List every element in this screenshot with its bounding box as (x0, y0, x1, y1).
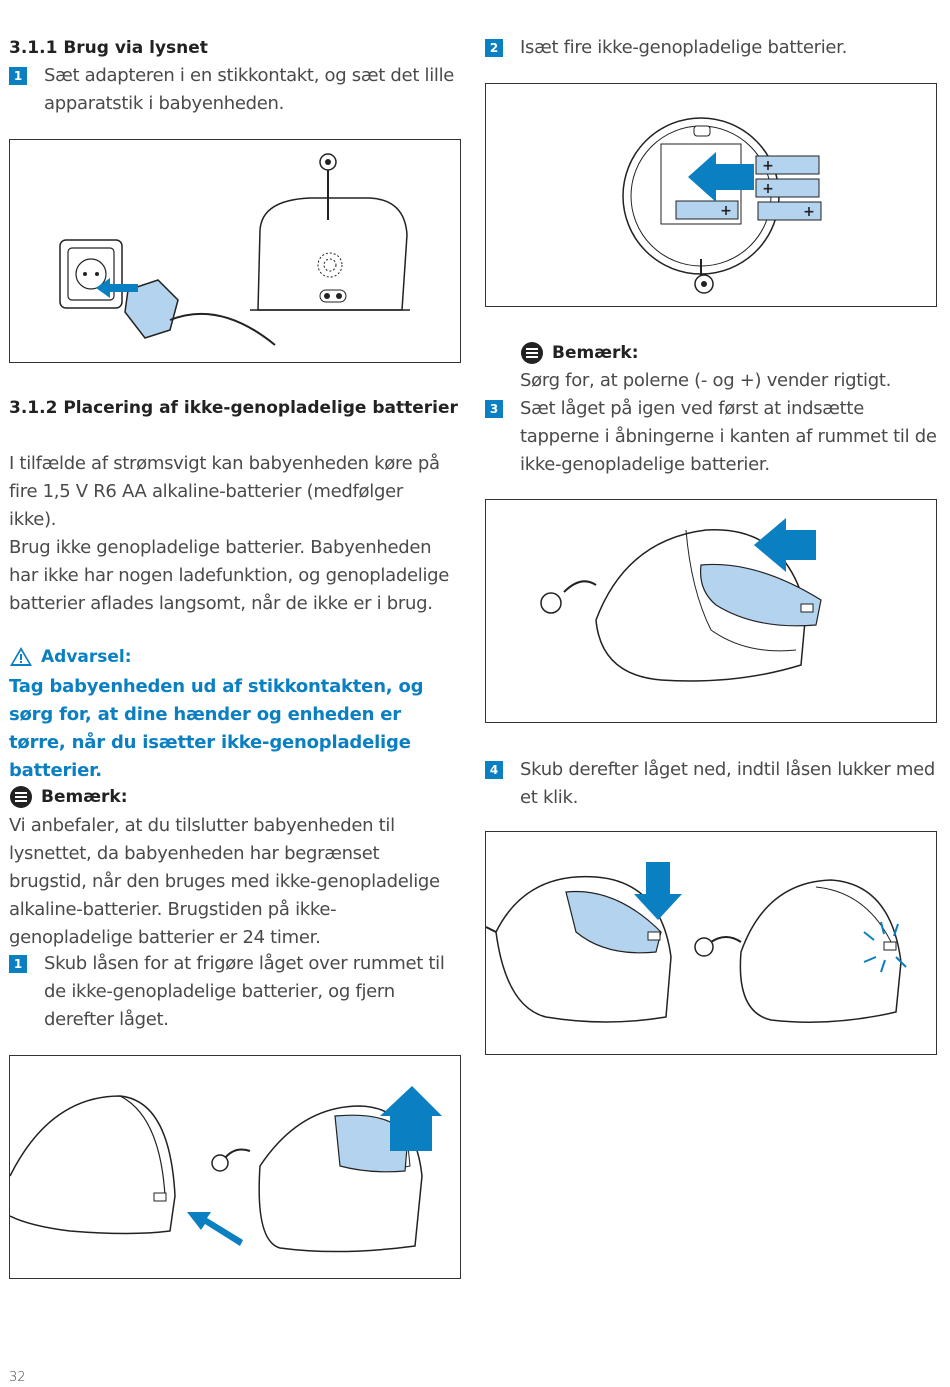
figure-reattach-lid (485, 499, 937, 723)
figure-remove-lid (9, 1055, 461, 1279)
step-text: Isæt fire ikke-genopladelige batterier. (520, 37, 848, 58)
note-text: Sørg for, at polerne (- og +) vender rig… (520, 370, 892, 391)
note-icon (10, 786, 32, 808)
batteries-illustration: + + + + (622, 117, 822, 294)
warning-heading: Advarsel: (9, 645, 132, 669)
step-text: Sæt låget på igen ved først at indsætte … (520, 398, 937, 475)
step-4-close: 4 Skub derefter låget ned, indtil låsen … (485, 756, 937, 812)
battery-plus-label: + (762, 181, 774, 197)
note-icon (521, 342, 543, 364)
step-text: Skub derefter låget ned, indtil låsen lu… (520, 759, 936, 808)
remove-lid-illustration (10, 1086, 442, 1253)
figure-mains-connection (9, 139, 461, 363)
section-title-3-1-1: 3.1.1 Brug via lysnet (9, 38, 208, 58)
note-heading: Bemærk: (9, 785, 128, 809)
step-number: 4 (485, 761, 503, 779)
mains-illustration (59, 153, 410, 346)
section-title-text: 3.1.2 Placering af ikke-genopladelige ba… (9, 398, 458, 418)
step-number: 2 (485, 39, 503, 57)
rechargeable-paragraph: Brug ikke genopladelige batterier. Babye… (9, 537, 450, 614)
step-1-remove-lid: 1 Skub låsen for at frigøre låget over r… (9, 950, 461, 1034)
step-1-mains: 1 Sæt adapteren i en stikkontakt, og sæt… (9, 62, 461, 118)
intro-paragraph: I tilfælde af strømsvigt kan babyenheden… (9, 453, 440, 530)
step-number: 1 (9, 955, 27, 973)
section-title-3-1-2: 3.1.2 Placering af ikke-genopladelige ba… (9, 395, 461, 422)
page-number: 32 (9, 1370, 26, 1385)
note-title: Bemærk: (552, 343, 639, 363)
step-text: Sæt adapteren i en stikkontakt, og sæt d… (44, 65, 455, 114)
battery-plus-label: + (762, 158, 774, 174)
warning-title: Advarsel: (41, 647, 132, 667)
reattach-lid-illustration (540, 518, 822, 682)
step-number: 3 (485, 400, 503, 418)
step-2-insert: 2 Isæt fire ikke-genopladelige batterier… (485, 34, 937, 62)
close-lid-illustration (486, 862, 907, 1023)
note-title: Bemærk: (41, 787, 128, 807)
figure-close-lid (485, 831, 937, 1055)
warning-triangle-icon (10, 647, 32, 666)
note-heading: Bemærk: (520, 341, 639, 365)
step-number: 1 (9, 67, 27, 85)
warning-text: Tag babyenheden ud af stikkontakten, og … (9, 676, 424, 781)
note-text: Vi anbefaler, at du tilslutter babyenhed… (9, 815, 440, 948)
step-3-reattach: 3 Sæt låget på igen ved først at indsætt… (485, 395, 937, 479)
battery-plus-label: + (720, 203, 732, 219)
figure-insert-batteries: + + + + (485, 83, 937, 307)
step-text: Skub låsen for at frigøre låget over rum… (44, 953, 445, 1030)
battery-plus-label: + (803, 204, 815, 220)
